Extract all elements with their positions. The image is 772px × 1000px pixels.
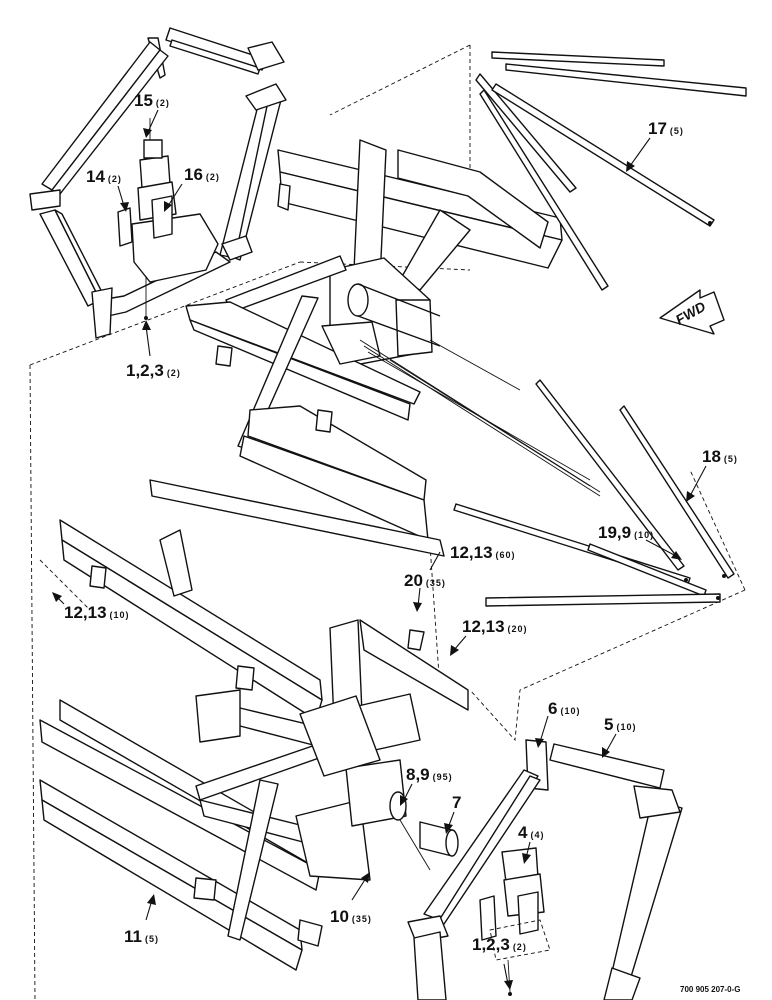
tine-bars-18 [453, 379, 735, 607]
callout-6: 6(10) [548, 699, 580, 718]
callout-11: 11(5) [124, 927, 159, 946]
callout-10: 10(35) [330, 907, 372, 926]
callout-17: 17(5) [648, 119, 684, 138]
callout-7: 7 [452, 793, 461, 812]
callout-14: 14(2) [86, 167, 122, 186]
callout-16: 16(2) [184, 165, 220, 184]
phantom-boundary-lines [29, 44, 746, 1000]
center-frame-bottom [39, 479, 469, 971]
forward-direction-arrow: FWD [659, 289, 725, 335]
callout-18: 18(5) [702, 447, 738, 466]
reel-spider-top [29, 27, 287, 339]
callout-1-2-3-top: 1,2,3(2) [126, 361, 181, 380]
callout-12-13-10: 12,13(10) [64, 603, 130, 622]
reel-spider-bottom [407, 739, 683, 1000]
callout-20: 20(35) [404, 571, 446, 590]
callout-12-13-60: 12,13(60) [450, 543, 516, 562]
center-frame-top [185, 139, 601, 541]
callout-8-9: 8,9(95) [406, 765, 453, 784]
callout-12-13-20: 12,13(20) [462, 617, 528, 636]
callout-5: 5(10) [604, 715, 636, 734]
callout-15: 15(2) [134, 91, 170, 110]
figure-id: 700 905 207-0-G [680, 985, 741, 994]
callout-4: 4(4) [518, 823, 544, 842]
callout-19-9: 19,9(10) [598, 523, 654, 542]
leader-lines [52, 109, 707, 990]
tine-bars-17 [475, 51, 747, 291]
callout-labels: 15(2) 14(2) 16(2) 1,2,3(2) 17(5) 18(5) 1… [64, 91, 738, 954]
callout-1-2-3-bottom: 1,2,3(2) [472, 935, 527, 954]
